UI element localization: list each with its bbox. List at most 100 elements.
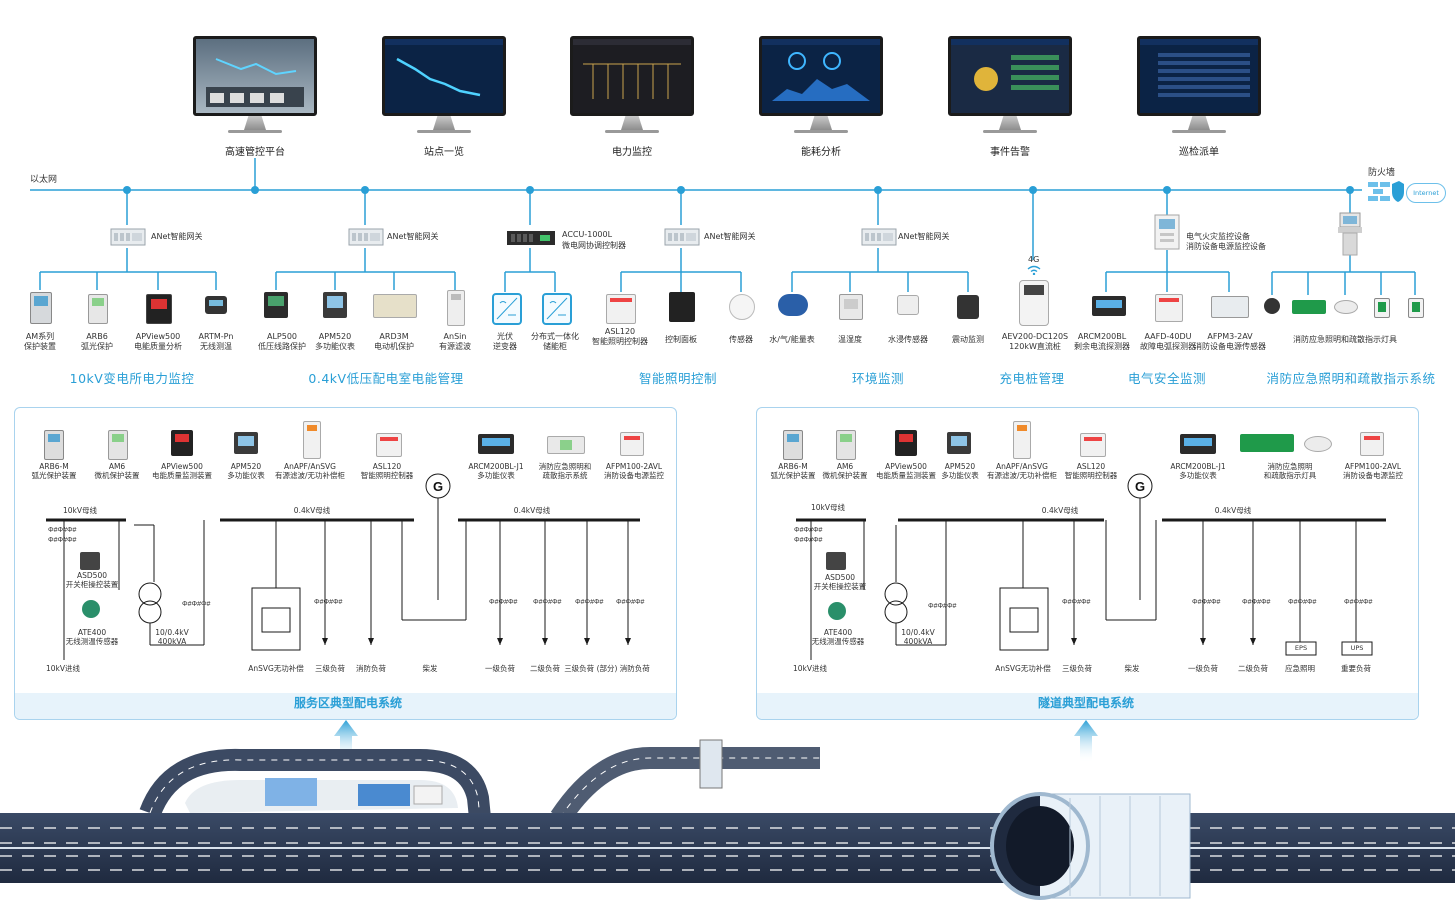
fourg-label: 4G — [1028, 255, 1040, 264]
ate400-icon — [82, 600, 100, 618]
monitor-stand — [999, 116, 1021, 130]
bus-10kv-label: 10kV母线 — [62, 506, 98, 515]
monitor-label-sites: 站点一览 — [424, 147, 464, 158]
indicator-light-icon — [1408, 298, 1424, 318]
device-label: 温湿度 — [838, 335, 862, 344]
section-title: 充电桩管理 — [999, 371, 1065, 386]
ate400-icon — [828, 602, 846, 620]
device-label: 光伏逆变器 — [493, 332, 517, 351]
load-label: 三级负荷 — [1062, 664, 1092, 673]
monitor-stand — [244, 116, 266, 130]
load-label: 三级负荷 (部分) 消防负荷 — [564, 664, 650, 673]
gateway-label-6a: 电气火灾监控设备 — [1186, 232, 1250, 241]
monitor-power[interactable] — [570, 36, 694, 133]
device-label: 消防应急照明和疏散指示灯具 — [1293, 335, 1397, 344]
monitor-patrol[interactable] — [1137, 36, 1261, 133]
bus-04kv-label-b: 0.4kV母线 — [1214, 506, 1252, 515]
monitor-stand — [621, 116, 643, 130]
anapf-icon — [303, 421, 321, 459]
gateway-label-1: ANet智能网关 — [151, 232, 203, 241]
load-label: 二级负荷 — [530, 664, 560, 673]
monitor-foot — [1172, 130, 1226, 133]
gateway-label-3b: 微电网协调控制器 — [562, 241, 626, 250]
device-label: 水/气/能量表 — [769, 335, 815, 344]
control-panel-icon — [669, 292, 695, 322]
tunnel-title: 隧道典型配电系统 — [1037, 696, 1135, 710]
screen-platform — [193, 36, 317, 116]
exit-sign-icon — [1240, 434, 1294, 452]
load-label: 二级负荷 — [1238, 664, 1268, 673]
device-apview500-icon — [146, 294, 172, 324]
device-alp500-icon — [264, 292, 288, 318]
monitor-stand — [810, 116, 832, 130]
service-area-title: 服务区典型配电系统 — [293, 696, 403, 710]
arcm200bl-icon — [478, 434, 514, 454]
apview500-icon — [895, 430, 917, 456]
apm520-icon — [234, 432, 258, 454]
panel-footer — [15, 693, 676, 719]
monitor-platform[interactable] — [193, 36, 317, 133]
fire-monitor-icon — [1154, 214, 1180, 250]
gateway-icon — [348, 228, 384, 246]
afpm100-icon — [620, 432, 644, 456]
section-title: 10kV变电所电力监控 — [69, 371, 195, 386]
svg-text:Φ#Φ#Φ#: Φ#Φ#Φ# — [575, 599, 604, 606]
monitor-label-platform: 高速管控平台 — [225, 147, 285, 158]
screen-patrol — [1137, 36, 1261, 116]
svg-text:Φ#Φ#Φ#: Φ#Φ#Φ# — [48, 537, 77, 544]
arcm200bl-icon — [1180, 434, 1216, 454]
monitor-sites[interactable] — [382, 36, 506, 133]
tunnel-panel — [756, 407, 1419, 720]
bus-04kv-label-b: 0.4kV母线 — [513, 506, 551, 515]
gateway-label-6b: 消防设备电源监控设备 — [1186, 242, 1266, 251]
internet-label: Internet — [1413, 189, 1439, 197]
ethernet-label: 以太网 — [30, 175, 58, 185]
arb6m-icon — [44, 430, 64, 460]
monitor-alarm[interactable] — [948, 36, 1072, 133]
firewall-label: 防火墙 — [1368, 168, 1396, 178]
bus-04kv-label-a: 0.4kV母线 — [293, 506, 331, 515]
gateway-label-2: ANet智能网关 — [387, 232, 439, 241]
monitor-label-power: 电力监控 — [612, 147, 652, 158]
gateway-icon — [861, 228, 897, 246]
svg-text:Φ#Φ#Φ#: Φ#Φ#Φ# — [533, 599, 562, 606]
gateway-label-4: ANet智能网关 — [704, 232, 756, 241]
panel-device-label: 消防应急照明和疏散指示系统 — [538, 462, 592, 480]
screen-alarm — [948, 36, 1072, 116]
section-title: 电气安全监测 — [1127, 371, 1207, 386]
gen-symbol: G — [433, 479, 443, 494]
incoming-label: 10kV进线 — [45, 664, 81, 673]
evacuation-sign-icon — [547, 436, 585, 454]
svg-text:Φ#Φ#Φ#: Φ#Φ#Φ# — [1344, 599, 1373, 606]
device-arb6-icon — [88, 294, 108, 324]
monitor-stand — [433, 116, 455, 130]
monitor-energy[interactable] — [759, 36, 883, 133]
load-label: 应急照明 — [1285, 664, 1315, 673]
panel-footer — [757, 693, 1418, 719]
asl120-icon — [1080, 433, 1106, 457]
ceiling-light-icon — [1334, 300, 1358, 314]
device-label: 震动监测 — [952, 335, 984, 344]
svg-text:Φ#Φ#Φ#: Φ#Φ#Φ# — [928, 603, 957, 610]
kiosk-icon — [1338, 212, 1362, 256]
water-immersion-icon — [897, 295, 919, 315]
load-label: 柴发 — [422, 664, 438, 673]
device-apm520-icon — [323, 292, 347, 318]
device-ard3m-icon — [373, 294, 417, 318]
